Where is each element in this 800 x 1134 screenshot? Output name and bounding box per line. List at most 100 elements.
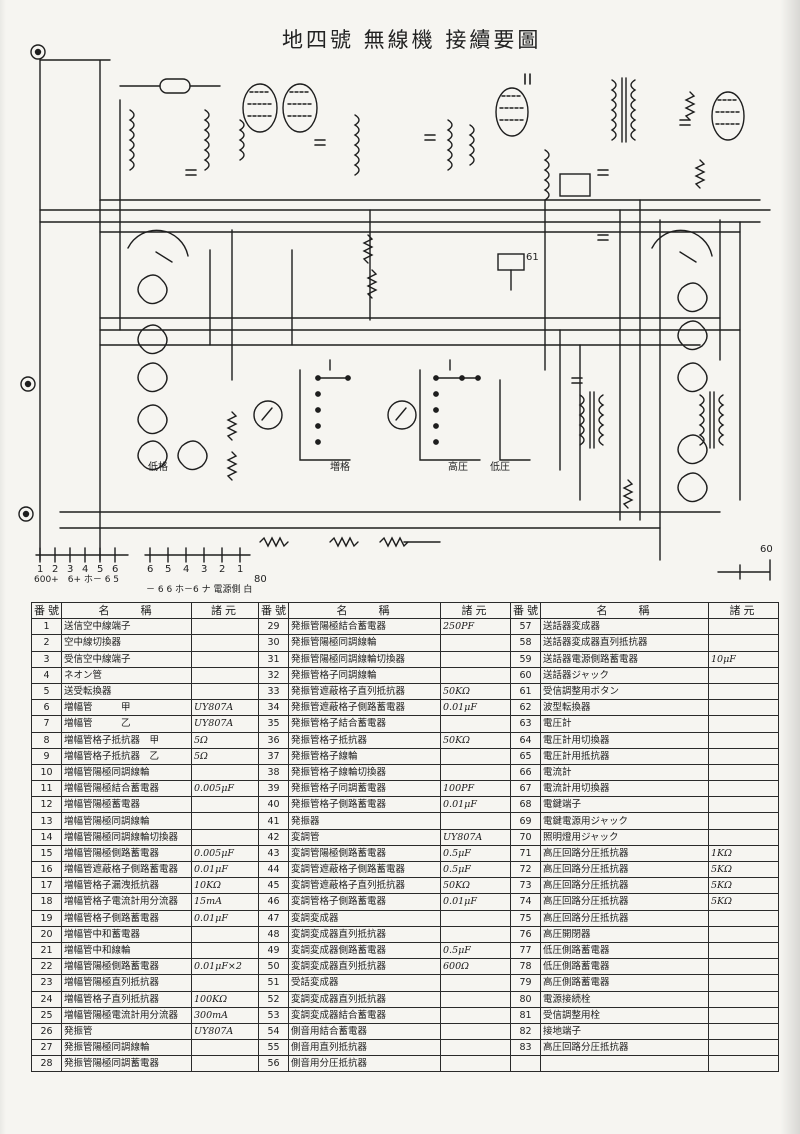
part-value: 10μF — [708, 650, 779, 668]
part-number: 17 — [31, 877, 62, 895]
part-value — [440, 634, 511, 652]
part-number: 12 — [31, 796, 62, 814]
rotary-switch-amplifier — [127, 229, 189, 263]
header-name: 名 稱 — [61, 601, 192, 620]
part-name: 送受転換器 — [61, 682, 192, 701]
header-value: 諸元 — [440, 601, 511, 620]
part-name: 高圧回路分圧抵抗器 — [540, 893, 709, 911]
part-number: 3 — [31, 650, 62, 668]
part-value: 5KΩ — [708, 860, 779, 879]
part-number: 27 — [31, 1039, 62, 1057]
part-value — [191, 618, 259, 636]
part-value: UY807A — [191, 1022, 259, 1041]
part-value — [440, 990, 511, 1008]
terminal-strip-right — [144, 547, 251, 563]
part-number: 31 — [258, 650, 289, 668]
part-name: 増幅管格子漏洩抵抗器 — [61, 877, 192, 895]
part-name: 発振管格子線輪切換器 — [288, 763, 441, 782]
part-name: 発振管 — [61, 1022, 192, 1041]
part-name: 照明燈用ジャック — [540, 828, 709, 846]
part-name: 電鍵電源用ジャック — [540, 812, 709, 830]
terminal-strip-left — [35, 547, 129, 563]
part-number: 13 — [31, 812, 62, 830]
part-value — [708, 1022, 779, 1041]
neon-tube — [119, 78, 221, 94]
adjust-plug — [497, 253, 525, 291]
part-name: 送話器ジャック — [540, 666, 709, 684]
part-number: 48 — [258, 925, 289, 943]
part-value: 10KΩ — [191, 877, 259, 895]
ammeter — [387, 400, 417, 430]
part-name: 増幅管遮蔽格子側路蓄電器 — [61, 860, 192, 879]
part-number: 10 — [31, 763, 62, 782]
part-value: 50KΩ — [440, 877, 511, 895]
part-name: 増幅管 乙 — [61, 715, 192, 733]
table-header-row: 番號 名 稱 諸元 番號 名 稱 諸元 番號 名 稱 諸元 — [31, 601, 779, 620]
part-value — [708, 731, 779, 749]
part-name: 高圧回路分圧抵抗器 — [540, 909, 709, 927]
part-value — [708, 747, 779, 765]
header-name: 名 稱 — [540, 601, 709, 620]
oscillator-grid-coil — [543, 149, 591, 201]
part-name: 接地端子 — [540, 1022, 709, 1041]
part-number: 77 — [510, 941, 541, 960]
part-name: 発振管陽極同調線輪 — [61, 1039, 192, 1057]
part-number: 65 — [510, 747, 541, 765]
part-name: 発振管陽極結合蓄電器 — [288, 618, 441, 636]
part-name: 受信調整用栓 — [540, 1006, 709, 1024]
part-number: 75 — [510, 909, 541, 927]
part-name: 電鍵端子 — [540, 796, 709, 814]
part-number: 72 — [510, 860, 541, 879]
part-value — [440, 763, 511, 782]
part-number: 54 — [258, 1022, 289, 1041]
part-number: 38 — [258, 763, 289, 782]
part-number: 41 — [258, 812, 289, 830]
header-value: 諸元 — [191, 601, 259, 620]
part-number: 7 — [31, 715, 62, 733]
plug-61-label: 61 — [526, 252, 539, 263]
part-number: 15 — [31, 844, 62, 863]
part-number: 63 — [510, 715, 541, 733]
part-value — [708, 634, 779, 652]
amplifier-tube-b — [282, 83, 318, 133]
part-name: 送信空中線端子 — [61, 618, 192, 636]
part-value — [708, 682, 779, 701]
part-value: 1KΩ — [708, 844, 779, 863]
ground-terminal — [18, 506, 34, 522]
part-value — [708, 974, 779, 992]
part-value — [440, 1006, 511, 1024]
part-value — [708, 780, 779, 798]
part-number: 2 — [31, 634, 62, 652]
part-value — [440, 909, 511, 927]
part-name: 変調変成器直列抵抗器 — [288, 958, 441, 976]
output-transformer — [578, 391, 725, 449]
part-name: 送話器電源側路蓄電器 — [540, 650, 709, 668]
part-name — [540, 1055, 709, 1073]
part-name: 高圧開閉器 — [540, 925, 709, 943]
part-name: 増幅管格子直列抵抗器 — [61, 990, 192, 1008]
terminal-number-right: 5 — [165, 564, 171, 575]
part-value — [191, 796, 259, 814]
part-number: 42 — [258, 828, 289, 846]
part-value — [708, 958, 779, 976]
part-value — [440, 715, 511, 733]
part-number: 35 — [258, 715, 289, 733]
part-number: 45 — [258, 877, 289, 895]
part-name: 側音用分圧抵抗器 — [288, 1055, 441, 1073]
part-number: 29 — [258, 618, 289, 636]
part-name: 電圧計用切換器 — [540, 731, 709, 749]
part-value: 100KΩ — [191, 990, 259, 1008]
part-value: 5Ω — [191, 731, 259, 749]
part-value — [708, 1039, 779, 1057]
part-value: 0.01μF — [440, 796, 511, 814]
